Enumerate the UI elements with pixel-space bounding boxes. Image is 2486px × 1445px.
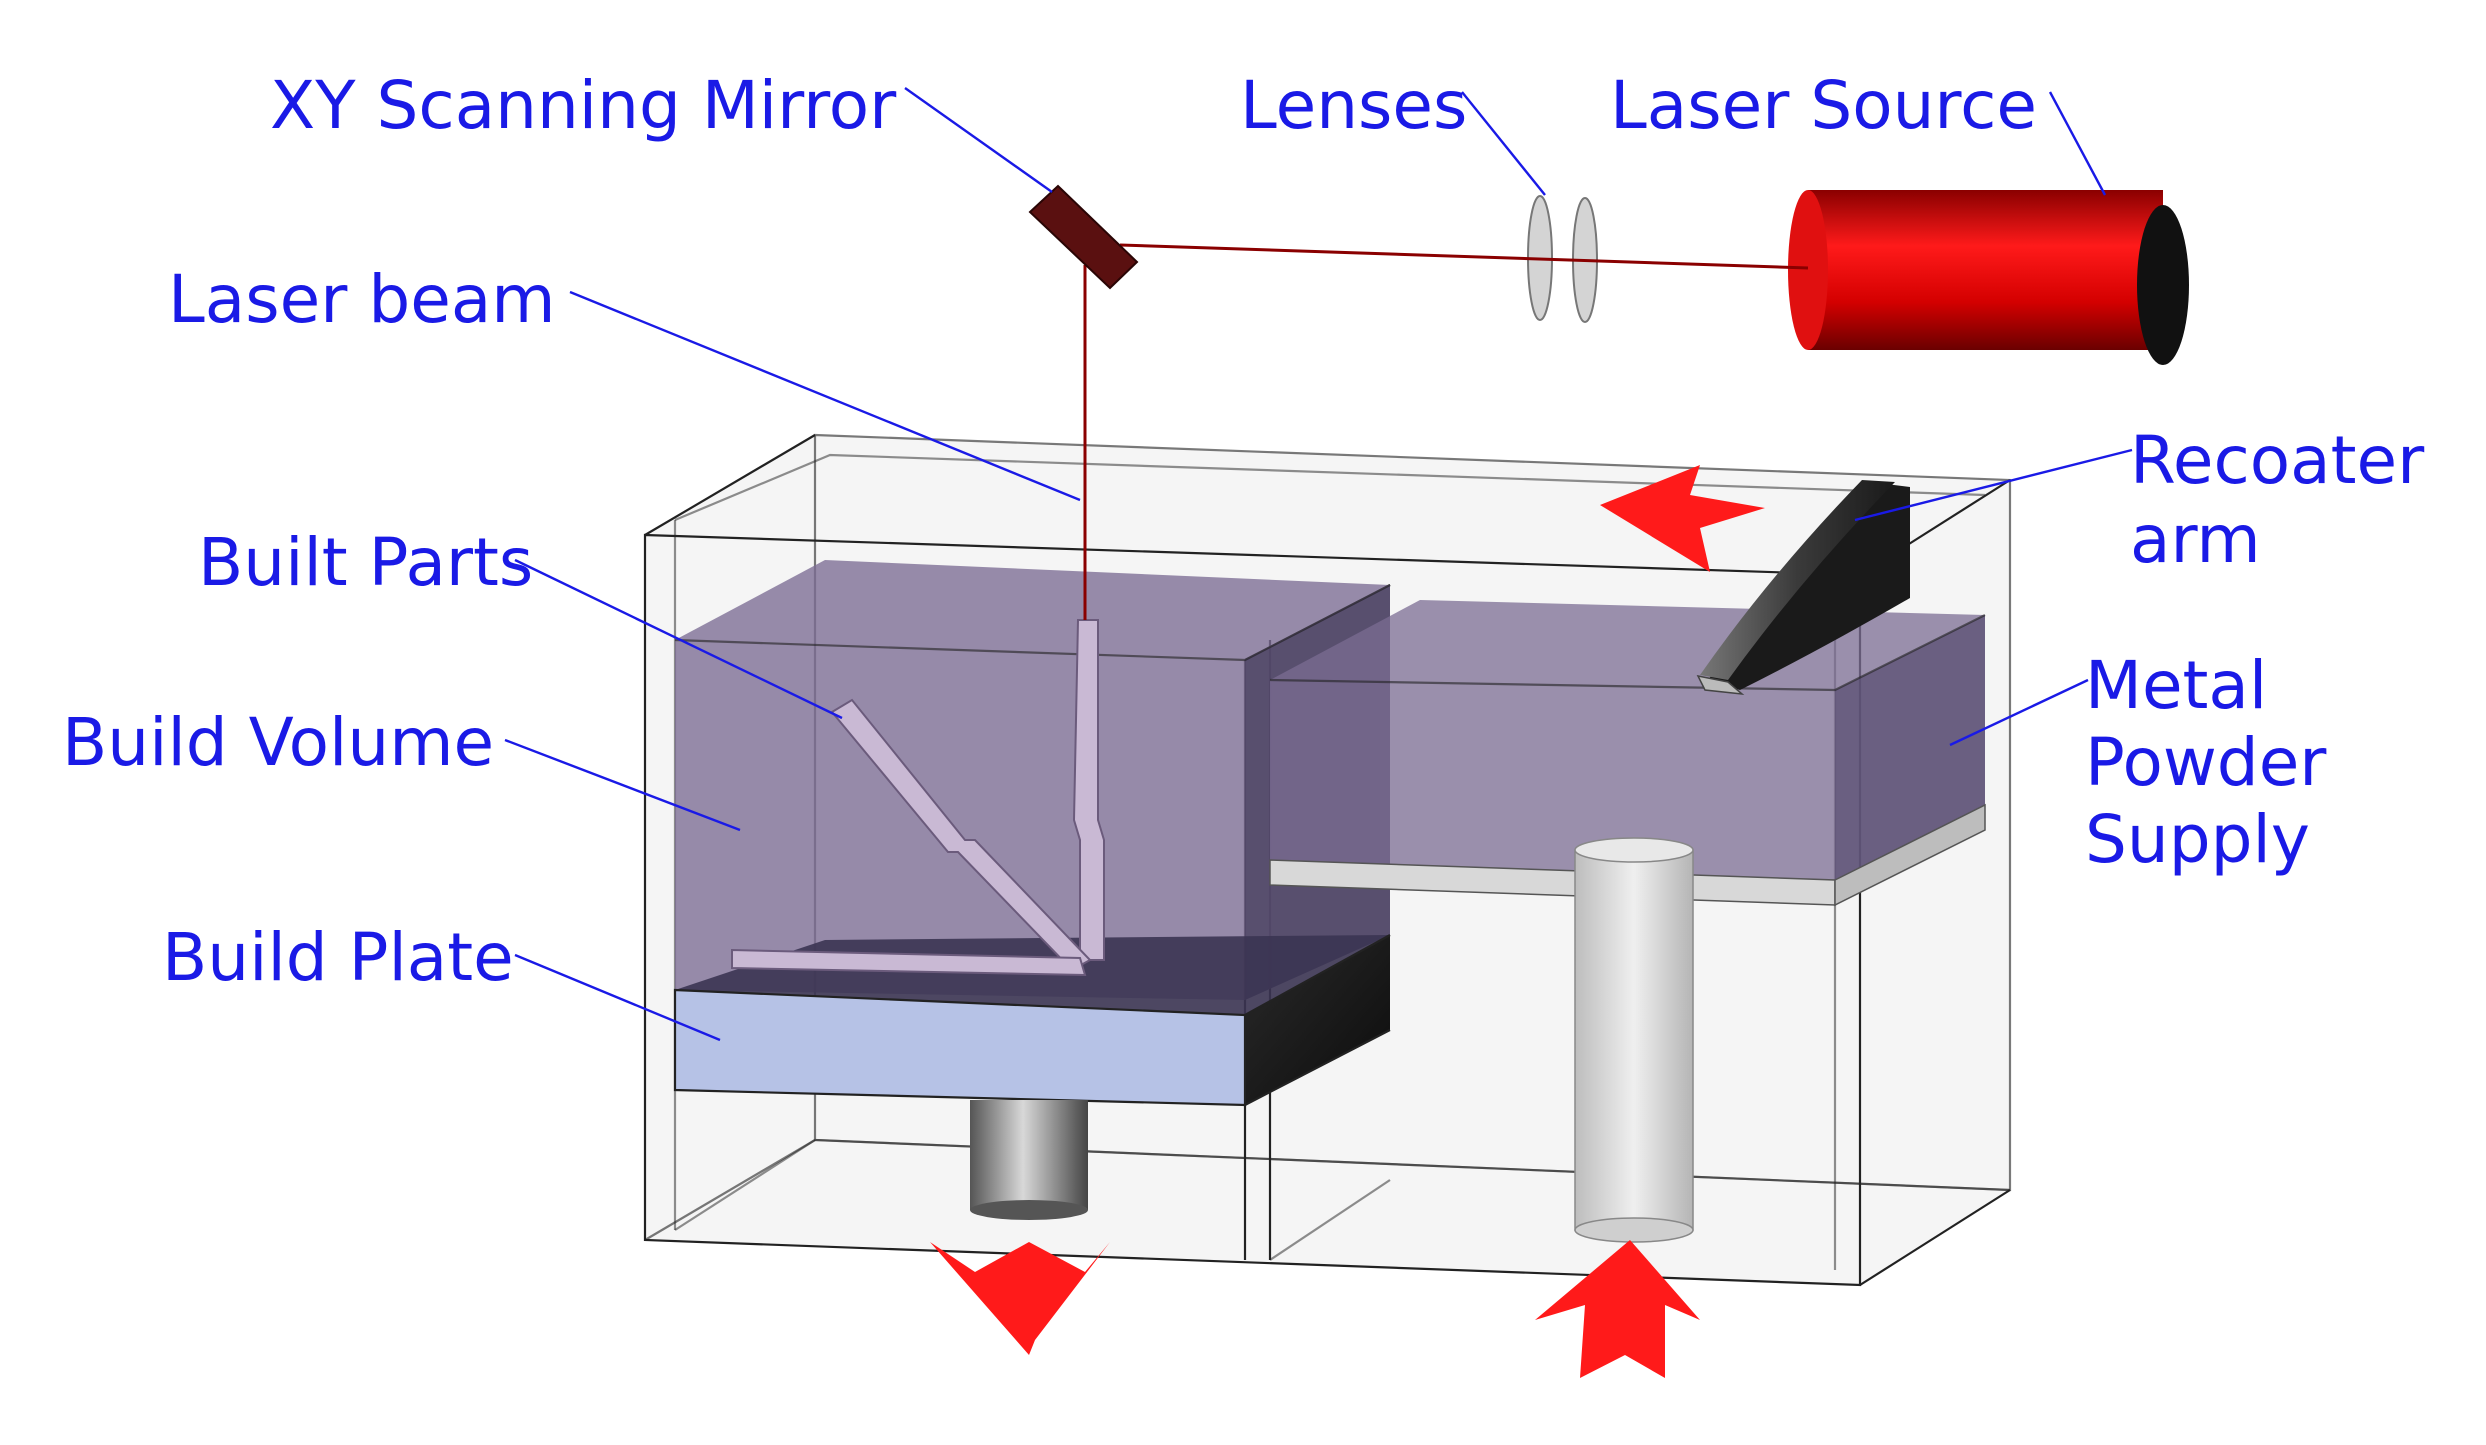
leader-build-plate (514, 953, 721, 1042)
label-metal-line2: Powder (2085, 724, 2327, 801)
label-metal-line1: Metal (2085, 647, 2267, 724)
label-laser-beam: Laser beam (168, 261, 556, 338)
label-recoater-line1: Recoater (2130, 422, 2425, 499)
leader-built-parts (514, 558, 843, 720)
metal-powder-supply (1269, 600, 1986, 907)
laser-source (1788, 190, 2189, 365)
leader-laser-beam (569, 290, 1081, 502)
label-xy-scanning-mirror: XY Scanning Mirror (270, 67, 897, 144)
leader-metal-powder (1949, 678, 2089, 747)
recoater-arm (1696, 480, 1910, 696)
leader-laser-source (2048, 91, 2107, 196)
leader-xy-mirror (904, 87, 1053, 193)
built-parts (731, 619, 1105, 977)
label-built-parts: Built Parts (198, 524, 533, 601)
label-lenses: Lenses (1240, 67, 1467, 144)
build-piston (970, 1100, 1088, 1220)
label-build-plate: Build Plate (162, 919, 514, 996)
leader-lenses (1461, 91, 1546, 196)
laser-beam (1083, 243, 1809, 620)
red-notched-arrow-icon (930, 465, 1765, 1378)
label-metal-line3: Supply (2085, 801, 2310, 878)
leader-build-volume (504, 738, 741, 832)
label-laser-source: Laser Source (1610, 67, 2037, 144)
xy-scanning-mirror (1028, 184, 1139, 290)
label-build-volume: Build Volume (62, 704, 494, 781)
label-recoater-line2: arm (2130, 501, 2261, 578)
leader-recoater (1854, 448, 2133, 522)
supply-piston (1574, 837, 1694, 1243)
